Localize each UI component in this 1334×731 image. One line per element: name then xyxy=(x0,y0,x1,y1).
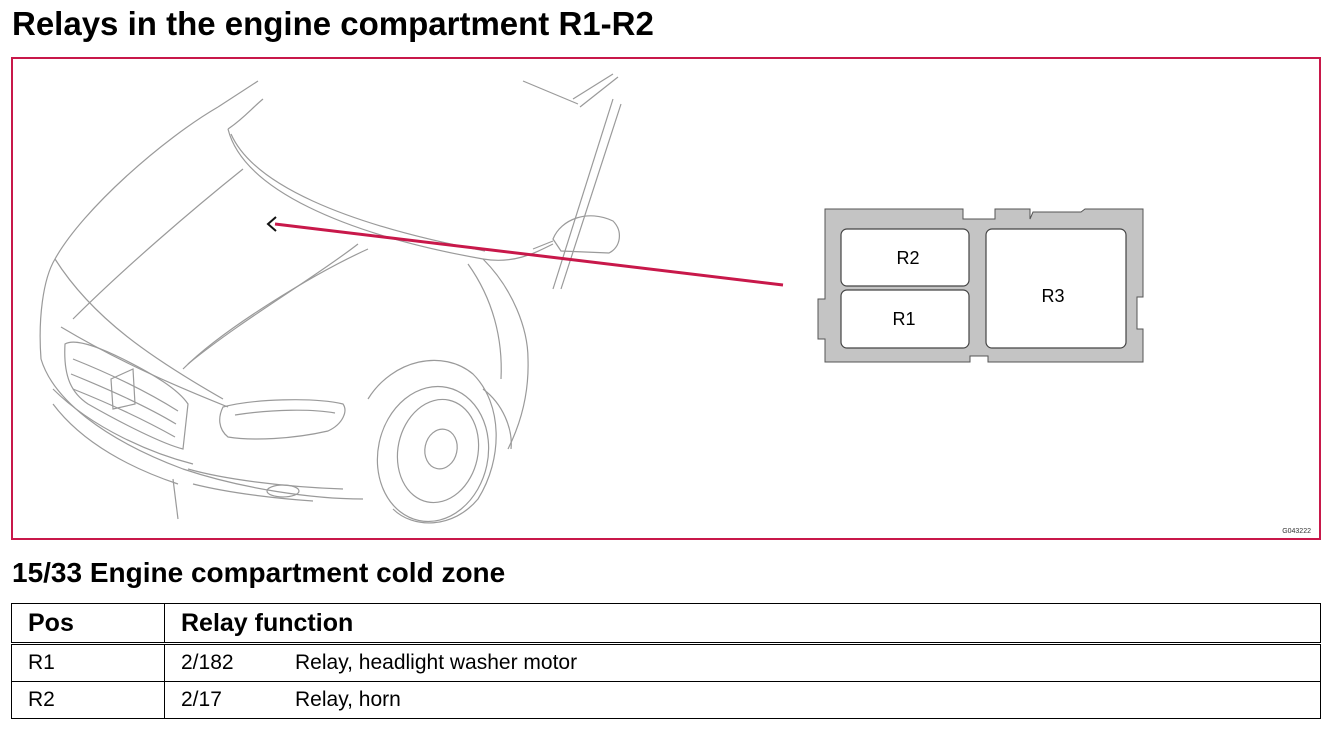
cell-pos: R2 xyxy=(11,681,165,719)
section-title: 15/33 Engine compartment cold zone xyxy=(12,557,506,588)
cell-relay-function: 2/182 Relay, headlight washer motor xyxy=(164,643,1321,682)
relay-label-r3: R3 xyxy=(1041,286,1064,306)
car-illustration xyxy=(39,73,622,524)
relay-slot-r3 xyxy=(985,228,1127,349)
cell-relay-function: 2/17 Relay, horn xyxy=(164,681,1321,719)
relay-code: 2/182 xyxy=(181,651,234,674)
figure-frame: R2 R1 R3 G043222 xyxy=(11,57,1321,540)
column-header-relay-function: Relay function xyxy=(164,603,1321,645)
page-title: Relays in the engine compartment R1-R2 xyxy=(12,5,654,42)
table-row: R1 2/182 Relay, headlight washer motor xyxy=(11,643,1321,682)
column-header-pos: Pos xyxy=(11,603,165,645)
relay-code: 2/17 xyxy=(181,688,222,711)
relay-function-text: Relay, headlight washer motor xyxy=(295,651,578,674)
callout-pointer xyxy=(266,216,784,287)
relay-label-r1: R1 xyxy=(892,309,915,329)
relay-function-text: Relay, horn xyxy=(295,688,401,711)
relay-slot-r2 xyxy=(840,228,970,287)
engine-compartment-figure: R2 R1 R3 xyxy=(39,73,1144,524)
cell-pos: R1 xyxy=(11,643,165,682)
table-row: R2 2/17 Relay, horn xyxy=(11,681,1321,719)
relay-box-diagram: R2 R1 R3 xyxy=(817,208,1144,363)
image-code: G043222 xyxy=(1282,528,1311,535)
relay-slot-r1 xyxy=(840,289,970,349)
relay-table: Pos Relay function R1 2/182 Relay, headli… xyxy=(11,603,1321,719)
table-header-row: Pos Relay function xyxy=(11,603,1321,645)
relay-label-r2: R2 xyxy=(896,248,919,268)
